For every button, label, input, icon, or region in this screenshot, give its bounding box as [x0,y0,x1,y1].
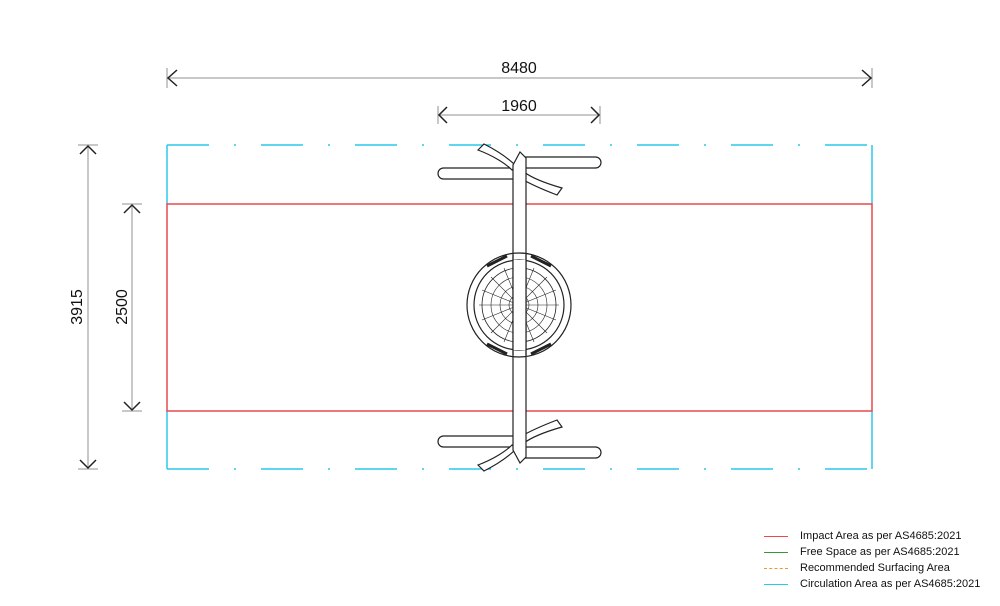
legend-swatch-impact [764,535,788,537]
circulation-area-boundary [166,144,873,470]
legend-label: Circulation Area as per AS4685:2021 [800,578,981,590]
legend-item-surfacing-area: Recommended Surfacing Area [764,560,980,576]
legend-swatch-surfacing [764,567,788,569]
legend-label: Impact Area as per AS4685:2021 [800,530,962,542]
legend-label: Recommended Surfacing Area [800,562,950,574]
dimension-impact-width [122,203,142,412]
dimension-overall-length [166,68,873,88]
dimension-overall-width-label: 3915 [69,289,86,325]
dimension-equipment-width-label: 1960 [501,98,537,115]
dimension-overall-width [78,144,98,470]
legend-item-impact-area: Impact Area as per AS4685:2021 [764,528,980,544]
legend-swatch-free-space [764,551,788,553]
equipment-outline [437,143,602,472]
legend-swatch-circulation [764,583,788,585]
legend-item-circulation-area: Circulation Area as per AS4685:2021 [764,576,980,592]
legend-item-free-space: Free Space as per AS4685:2021 [764,544,980,560]
dimension-equipment-width [437,106,601,124]
dimension-impact-width-label: 2500 [114,289,131,325]
legend: Impact Area as per AS4685:2021 Free Spac… [764,528,980,592]
dimension-overall-length-label: 8480 [501,60,537,77]
legend-label: Free Space as per AS4685:2021 [800,546,960,558]
